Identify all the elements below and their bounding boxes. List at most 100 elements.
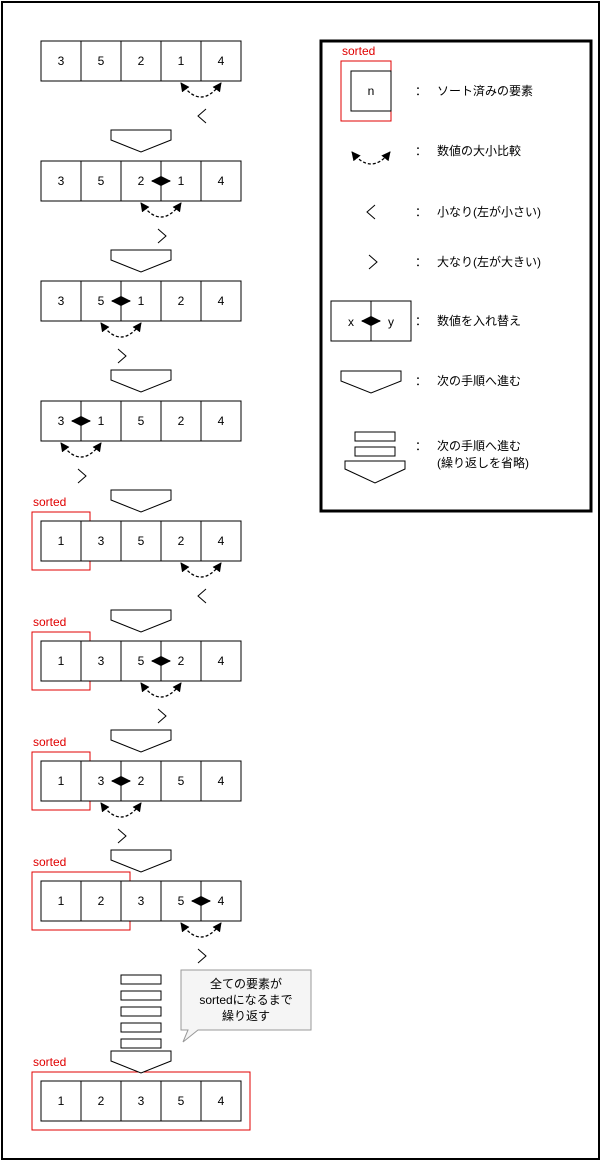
repeat-callout-bubble [180,969,312,1043]
array-cell [120,880,162,922]
cell-value: 2 [178,294,185,308]
compare-arrow-6 [140,682,182,698]
cell-value: 3 [58,294,65,308]
legend-next-step-arrow [340,370,402,394]
compare-arrow-8 [180,922,222,938]
legend-colon-5: ： [415,314,427,328]
array-cell [80,160,122,202]
legend-sorted-sample: n [368,84,375,98]
cell-value: 1 [58,1094,65,1108]
array-cell [120,400,162,442]
cell-value: 1 [58,894,65,908]
repeat-bar-2 [120,990,162,1001]
array-row-8: 1 2 3 5 4 [40,880,242,922]
sorted-region-8-label: sorted [33,855,66,869]
less-than-sign-1 [197,108,207,124]
legend-greater-than-sign [368,254,378,270]
legend-greater-desc: 大なり(左が大きい) [437,254,541,269]
cell-value: 5 [138,534,145,548]
legend-sorted-desc: ソート済みの要素 [437,83,533,98]
cell-value: 5 [98,54,105,68]
legend-colon-3: ： [415,205,427,219]
array-cell [160,400,202,442]
callout-text-line-1: 全ての要素が [210,976,282,991]
cell-value: 5 [178,774,185,788]
array-cell [40,280,82,322]
array-cell [200,160,242,202]
array-cell [160,280,202,322]
legend-colon-1: ： [415,84,427,98]
cell-value: 4 [218,654,225,668]
array-cell [120,1080,162,1122]
legend-repeat-desc-1: 次の手順へ進む [437,439,521,453]
cell-value: 2 [98,1094,105,1108]
cell-value: 3 [98,654,105,668]
array-cell [80,40,122,82]
array-cell [160,520,202,562]
cell-value: 5 [178,1094,185,1108]
array-cell [200,400,242,442]
cell-value: 1 [178,174,185,188]
cell-value: 1 [138,294,145,308]
legend-colon-7: ： [415,439,427,453]
greater-than-sign-7 [117,828,127,844]
repeat-bar-3 [120,1006,162,1017]
array-cell [40,1080,82,1122]
array-cell [40,40,82,82]
legend-swap-x: x [348,315,354,329]
legend-next-desc: 次の手順へ進む [437,374,521,388]
cell-value: 2 [138,174,145,188]
cell-value: 3 [58,54,65,68]
cell-value: 4 [218,894,225,908]
cell-value: 3 [58,174,65,188]
greater-than-sign-6 [157,708,167,724]
cell-value: 4 [218,774,225,788]
next-step-arrow-2 [110,249,172,273]
legend-compare-desc: 数値の大小比較 [437,143,521,158]
legend-less-desc: 小なり(左が小さい) [437,204,541,219]
array-cell [40,880,82,922]
cell-value: 2 [138,774,145,788]
repeat-bar-1 [120,974,162,985]
cell-value: 3 [58,414,65,428]
array-cell [200,1080,242,1122]
legend-colon-6: ： [415,374,427,388]
cell-value: 1 [178,54,185,68]
array-cell [40,520,82,562]
sorted-region-9-label: sorted [33,1055,66,1069]
legend-sorted-cell [350,70,392,112]
cell-value: 1 [58,654,65,668]
cell-value: 2 [138,54,145,68]
legend-compare-arrow [351,151,391,165]
cell-value: 2 [178,414,185,428]
compare-arrow-3 [100,322,142,338]
cell-value: 4 [218,534,225,548]
next-step-arrow-3 [110,369,172,393]
legend-sorted-label: sorted [342,44,375,58]
cell-value: 5 [178,894,185,908]
cell-value: 5 [98,174,105,188]
cell-value: 3 [98,774,105,788]
next-step-arrow-7 [110,849,172,873]
cell-value: 2 [98,894,105,908]
legend-repeat-arrow [344,460,406,484]
array-cell [80,1080,122,1122]
repeat-bar-4 [120,1022,162,1033]
greater-than-sign-2 [157,228,167,244]
array-cell [80,520,122,562]
callout-text-line-3: 繰り返す [222,1009,270,1023]
compare-arrow-4 [60,442,102,458]
cell-value: 5 [138,654,145,668]
next-step-arrow-6 [110,729,172,753]
cell-value: 3 [138,894,145,908]
array-cell [200,760,242,802]
cell-value: 1 [58,534,65,548]
legend-repeat-bar-2 [354,446,396,457]
